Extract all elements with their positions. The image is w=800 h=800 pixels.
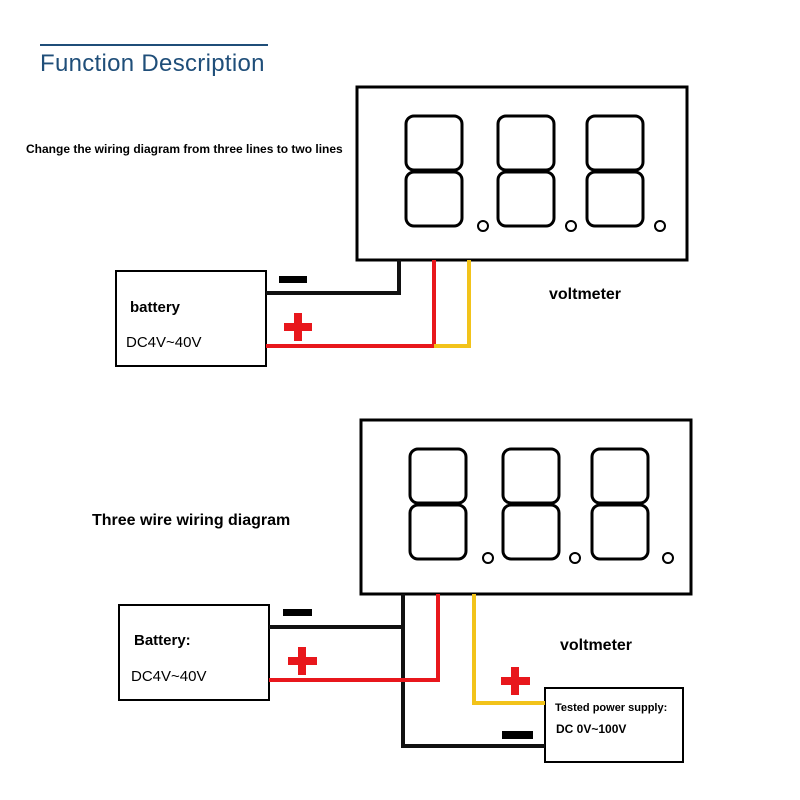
digit-1 bbox=[408, 447, 468, 561]
plus-sign-1 bbox=[284, 313, 312, 341]
diagram2-title: Three wire wiring diagram bbox=[92, 512, 290, 529]
header-rule bbox=[40, 44, 268, 46]
minus-sign-1 bbox=[279, 276, 307, 283]
plus-sign-3 bbox=[501, 667, 530, 695]
battery-label-2: Battery: bbox=[134, 632, 191, 649]
voltmeter-label-2: voltmeter bbox=[560, 637, 632, 654]
digit-2 bbox=[501, 447, 561, 561]
battery-label-1: battery bbox=[130, 299, 181, 316]
digit-3 bbox=[585, 114, 645, 228]
digit-3 bbox=[590, 447, 650, 561]
supply-range: DC 0V~100V bbox=[556, 722, 626, 736]
voltmeter-display-1 bbox=[355, 85, 689, 262]
page-title: Function Description bbox=[40, 50, 265, 77]
diagram1-note: Change the wiring diagram from three lin… bbox=[26, 142, 343, 156]
supply-label: Tested power supply: bbox=[555, 702, 667, 714]
digit-2 bbox=[496, 114, 556, 228]
decimal-point bbox=[569, 552, 581, 564]
decimal-point bbox=[565, 220, 577, 232]
minus-sign-2 bbox=[283, 609, 312, 616]
battery-range-2: DC4V~40V bbox=[131, 668, 206, 685]
digit-1 bbox=[404, 114, 464, 228]
black-wire-1 bbox=[266, 260, 401, 295]
voltmeter-display-2 bbox=[359, 418, 693, 596]
battery-box-1 bbox=[115, 270, 267, 367]
red-wire-1 bbox=[266, 260, 436, 348]
black-wire-3 bbox=[401, 594, 545, 748]
battery-range-1: DC4V~40V bbox=[126, 334, 201, 351]
decimal-point bbox=[654, 220, 666, 232]
yellow-wire-2 bbox=[472, 594, 545, 705]
decimal-point bbox=[662, 552, 674, 564]
diagram2: Three wire wiring diagram Battery: DC4V~… bbox=[92, 418, 693, 763]
yellow-wire-1 bbox=[434, 260, 471, 348]
minus-sign-3 bbox=[502, 731, 533, 739]
red-wire-2 bbox=[269, 594, 440, 682]
decimal-point bbox=[482, 552, 494, 564]
battery-box-2 bbox=[118, 604, 270, 701]
supply-box bbox=[544, 687, 684, 763]
voltmeter-label-1: voltmeter bbox=[549, 286, 621, 303]
plus-sign-2 bbox=[288, 647, 317, 675]
diagram1: battery DC4V~40V voltmeter bbox=[115, 85, 689, 367]
decimal-point bbox=[477, 220, 489, 232]
